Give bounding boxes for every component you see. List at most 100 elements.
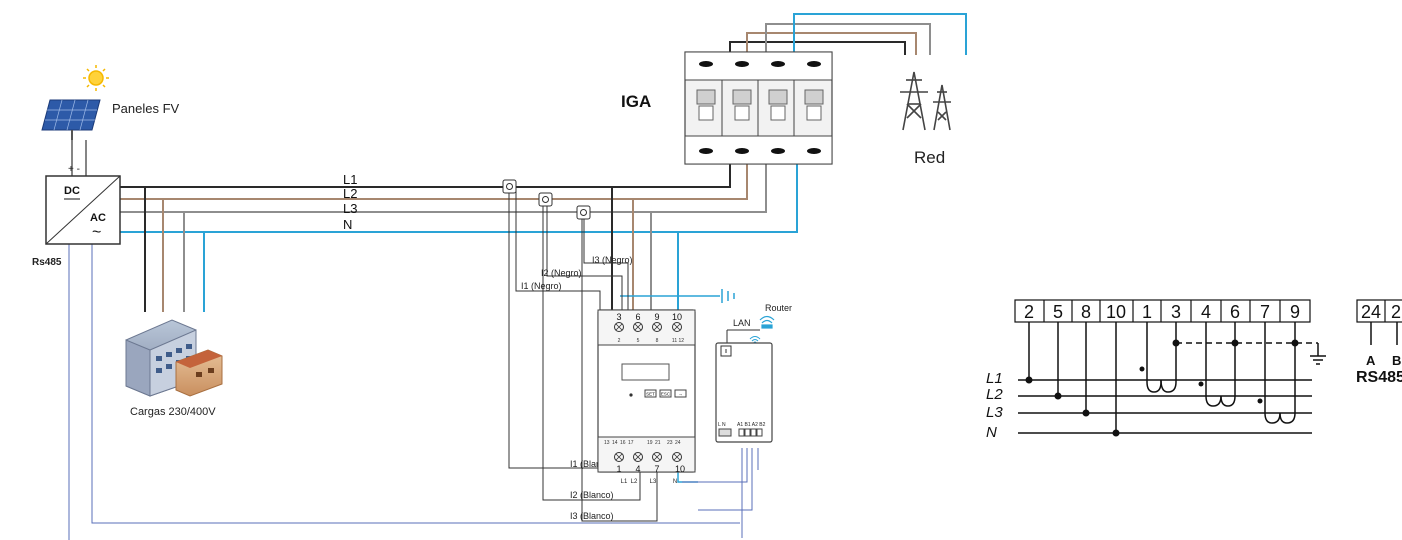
svg-text:11 12: 11 12 [672, 338, 684, 344]
terminal-6: 6 [1230, 302, 1240, 322]
iga-breaker [684, 51, 833, 165]
meter-set-button[interactable] [644, 389, 657, 398]
label-i2-black: I2 (Negro) [541, 268, 582, 278]
sun-icon [83, 65, 109, 91]
ground-symbol-icon [1310, 343, 1326, 365]
l3-wire [120, 162, 767, 213]
wifi-router-icon [759, 315, 775, 329]
svg-text:L N: L N [718, 422, 726, 428]
svg-text:16: 16 [620, 440, 626, 446]
grid-label: Red [914, 148, 945, 167]
ground-icon [721, 289, 735, 303]
label-n: N [343, 217, 352, 232]
power-tower-icon [900, 71, 951, 131]
terminal-5: 5 [1053, 302, 1063, 322]
gateway-lan-label: LAN [733, 318, 751, 328]
label-l2: L2 [343, 186, 357, 201]
loads-label: Cargas 230/400V [130, 406, 216, 418]
pv-label: Paneles FV [112, 101, 180, 116]
inverter-rs485-label: Rs485 [32, 257, 62, 268]
current-transformers [502, 179, 591, 220]
terminal-2: 2 [1024, 302, 1034, 322]
svg-text:L2: L2 [631, 479, 638, 485]
label-i1-black: I1 (Negro) [521, 281, 562, 291]
grid-l2 [746, 32, 917, 55]
meter-display [621, 363, 670, 381]
ct-l2-icon [538, 192, 553, 207]
meter-bottom-terminal-1: 1 [616, 464, 621, 474]
svg-text:2: 2 [618, 338, 621, 344]
meter-bottom-terminal-10: 10 [675, 464, 685, 474]
solar-panel-icon [41, 99, 101, 140]
meter-bottom-terminal-7: 7 [654, 464, 659, 474]
label-i1-white: I1 (Blanco) [570, 459, 614, 469]
terminal-10: 10 [1106, 302, 1126, 322]
schematic-label-n: N [986, 424, 997, 441]
schematic-bus [1018, 322, 1312, 434]
meter-bottom-terminal-4: 4 [635, 464, 640, 474]
meter-top-terminal-10: 10 [672, 312, 682, 322]
svg-text:24: 24 [675, 440, 681, 446]
label-i3-white: I3 (Blanco) [570, 511, 614, 521]
label-l3: L3 [343, 201, 357, 216]
svg-text:A1 B1 A2 B2: A1 B1 A2 B2 [737, 422, 766, 428]
inverter: DC AC ~ [45, 175, 121, 245]
label-i3-black: I3 (Negro) [592, 255, 633, 265]
svg-text:19: 19 [647, 440, 653, 446]
svg-text:17: 17 [628, 440, 634, 446]
rs485-terminal-block: 24 2 A B RS485 [1356, 299, 1402, 386]
svg-text:N: N [673, 479, 677, 485]
grid-l3 [765, 23, 931, 55]
rs485-a: A [1366, 353, 1376, 368]
n-wire [120, 162, 798, 233]
l2-wire [120, 162, 748, 200]
gateway-device: L N A1 B1 A2 B2 [715, 342, 773, 443]
rs485-wires [68, 244, 759, 540]
meter-esc-button[interactable] [659, 389, 672, 398]
svg-text:21: 21 [655, 440, 661, 446]
inverter-ac: AC [90, 212, 106, 224]
ct-l3-icon [576, 205, 591, 220]
connection-dots [1025, 339, 1299, 437]
meter-top-terminal-6: 6 [635, 312, 640, 322]
inverter-dc: DC [64, 185, 80, 197]
inverter-tilde: ~ [92, 224, 101, 241]
terminal-block: 2 5 8 10 1 3 4 6 7 9 [1014, 299, 1311, 323]
label-l1: L1 [343, 172, 357, 187]
rs485-b: B [1392, 353, 1401, 368]
label-i2-white: I2 (Blanco) [570, 490, 614, 500]
building-icon [125, 319, 223, 397]
meter-top-terminal-9: 9 [654, 312, 659, 322]
svg-text:8: 8 [656, 338, 659, 344]
svg-text:5: 5 [637, 338, 640, 344]
terminal-1: 1 [1142, 302, 1152, 322]
grid-l1 [729, 41, 906, 55]
svg-text:L1: L1 [621, 479, 628, 485]
meter-top-terminal-3: 3 [616, 312, 621, 322]
terminal-9: 9 [1290, 302, 1300, 322]
svg-text:SET: SET [646, 392, 655, 397]
schematic-label-l3: L3 [986, 404, 1003, 421]
terminal-7: 7 [1260, 302, 1270, 322]
meter-arrow-button[interactable] [674, 389, 687, 398]
svg-text:14: 14 [612, 440, 618, 446]
energy-meter: 3 6 9 10 2 5 8 11 12 SET ESC → 13 14 16 … [597, 309, 696, 485]
svg-text:ESC: ESC [661, 392, 671, 397]
l1-wire [120, 162, 731, 188]
pv-polarity: + - [68, 164, 80, 175]
svg-text:L3: L3 [650, 479, 657, 485]
svg-text:→: → [678, 392, 683, 397]
iga-label: IGA [621, 92, 651, 111]
svg-text:23: 23 [667, 440, 673, 446]
rs485-terminal-25: 2 [1391, 302, 1401, 322]
terminal-8: 8 [1081, 302, 1091, 322]
terminal-4: 4 [1201, 302, 1211, 322]
ct-l1-icon [502, 179, 517, 194]
router-label: Router [765, 303, 792, 313]
schematic-label-l2: L2 [986, 386, 1003, 403]
bus-wires [120, 13, 967, 483]
grid-n [793, 13, 967, 55]
schematic-label-l1: L1 [986, 370, 1003, 387]
terminal-3: 3 [1171, 302, 1181, 322]
